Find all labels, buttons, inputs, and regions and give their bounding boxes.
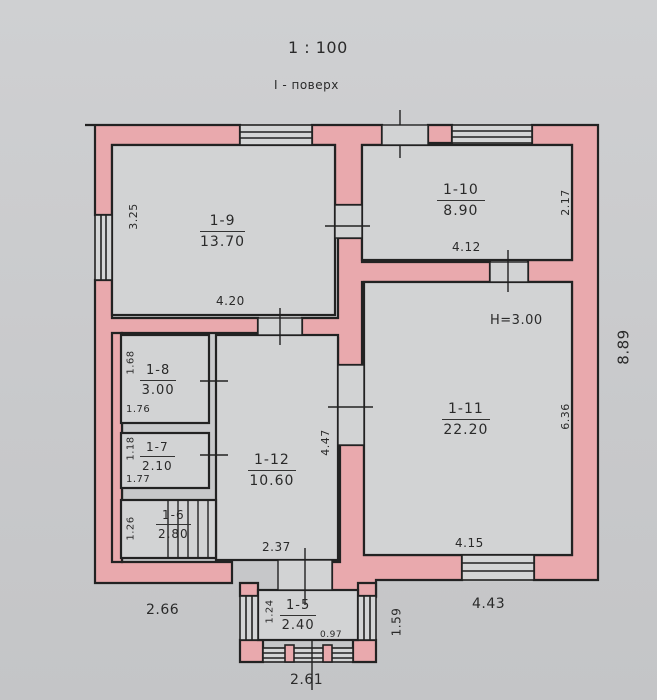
room-number: 1-6 <box>156 508 191 525</box>
room-1-10-floor <box>360 143 574 262</box>
room-area: 13.70 <box>200 234 246 250</box>
room-1-8-floor <box>119 333 211 425</box>
dim-right-bottom: 4.43 <box>472 596 506 612</box>
dim-r10-width: 4.12 <box>452 240 481 254</box>
room-area: 2.40 <box>281 618 315 633</box>
room-number: 1-9 <box>200 213 246 232</box>
room-number: 1-10 <box>437 182 485 201</box>
dim-porch-height: 1.24 <box>264 599 276 624</box>
room-1-8: 1-8 3.00 <box>140 363 177 398</box>
room-number: 1-11 <box>442 401 490 420</box>
dim-r7-width: 1.77 <box>126 474 151 485</box>
dim-r11-width: 4.15 <box>455 536 484 550</box>
room-1-12: 1-12 10.60 <box>248 452 296 489</box>
room-1-9-floor <box>110 143 337 317</box>
room-area: 22.20 <box>443 422 489 438</box>
dim-porch-outer: 1.59 <box>389 607 404 637</box>
room-area: 10.60 <box>249 473 295 489</box>
room-1-11-floor <box>362 280 574 557</box>
room-1-7-floor <box>119 431 211 490</box>
room-area: 3.00 <box>141 383 175 398</box>
dim-r7-height: 1.18 <box>125 436 137 461</box>
room-number: 1-7 <box>140 440 175 457</box>
room-area: 2.10 <box>141 459 173 473</box>
dim-r6-height: 1.26 <box>125 516 137 541</box>
dim-porch-width-small: 0.97 <box>320 630 343 640</box>
room-1-7: 1-7 2.10 <box>140 440 175 473</box>
dim-r11-height: 6.36 <box>558 403 572 430</box>
floor-label: І - поверх <box>274 78 339 92</box>
room-area: 8.90 <box>443 203 479 219</box>
room-number: 1-8 <box>140 363 177 381</box>
dim-r8-height: 1.68 <box>125 350 137 375</box>
room-1-12-floor <box>214 333 340 562</box>
dim-r10-height: 2.17 <box>558 189 572 216</box>
room-number: 1-5 <box>280 598 317 616</box>
dim-r12-height: 4.47 <box>318 429 332 456</box>
dim-left-bottom: 2.66 <box>146 602 180 618</box>
ceiling-height: H=3.00 <box>490 313 543 328</box>
dim-porch-width: 2.61 <box>290 672 324 688</box>
room-area: 2.80 <box>157 527 189 541</box>
dim-overall-height: 8.89 <box>614 329 633 365</box>
room-1-10: 1-10 8.90 <box>437 182 485 219</box>
room-1-9: 1-9 13.70 <box>200 213 246 250</box>
room-1-6: 1-6 2.80 <box>156 508 191 541</box>
room-1-5: 1-5 2.40 <box>280 598 317 633</box>
dim-r8-width: 1.76 <box>126 404 151 415</box>
dim-r9-width: 4.20 <box>216 294 245 308</box>
dim-r12-width: 2.37 <box>262 540 291 554</box>
room-number: 1-12 <box>248 452 296 471</box>
dim-r9-height: 3.25 <box>126 203 140 230</box>
room-1-11: 1-11 22.20 <box>442 401 490 438</box>
scale-label: 1 : 100 <box>288 38 348 57</box>
